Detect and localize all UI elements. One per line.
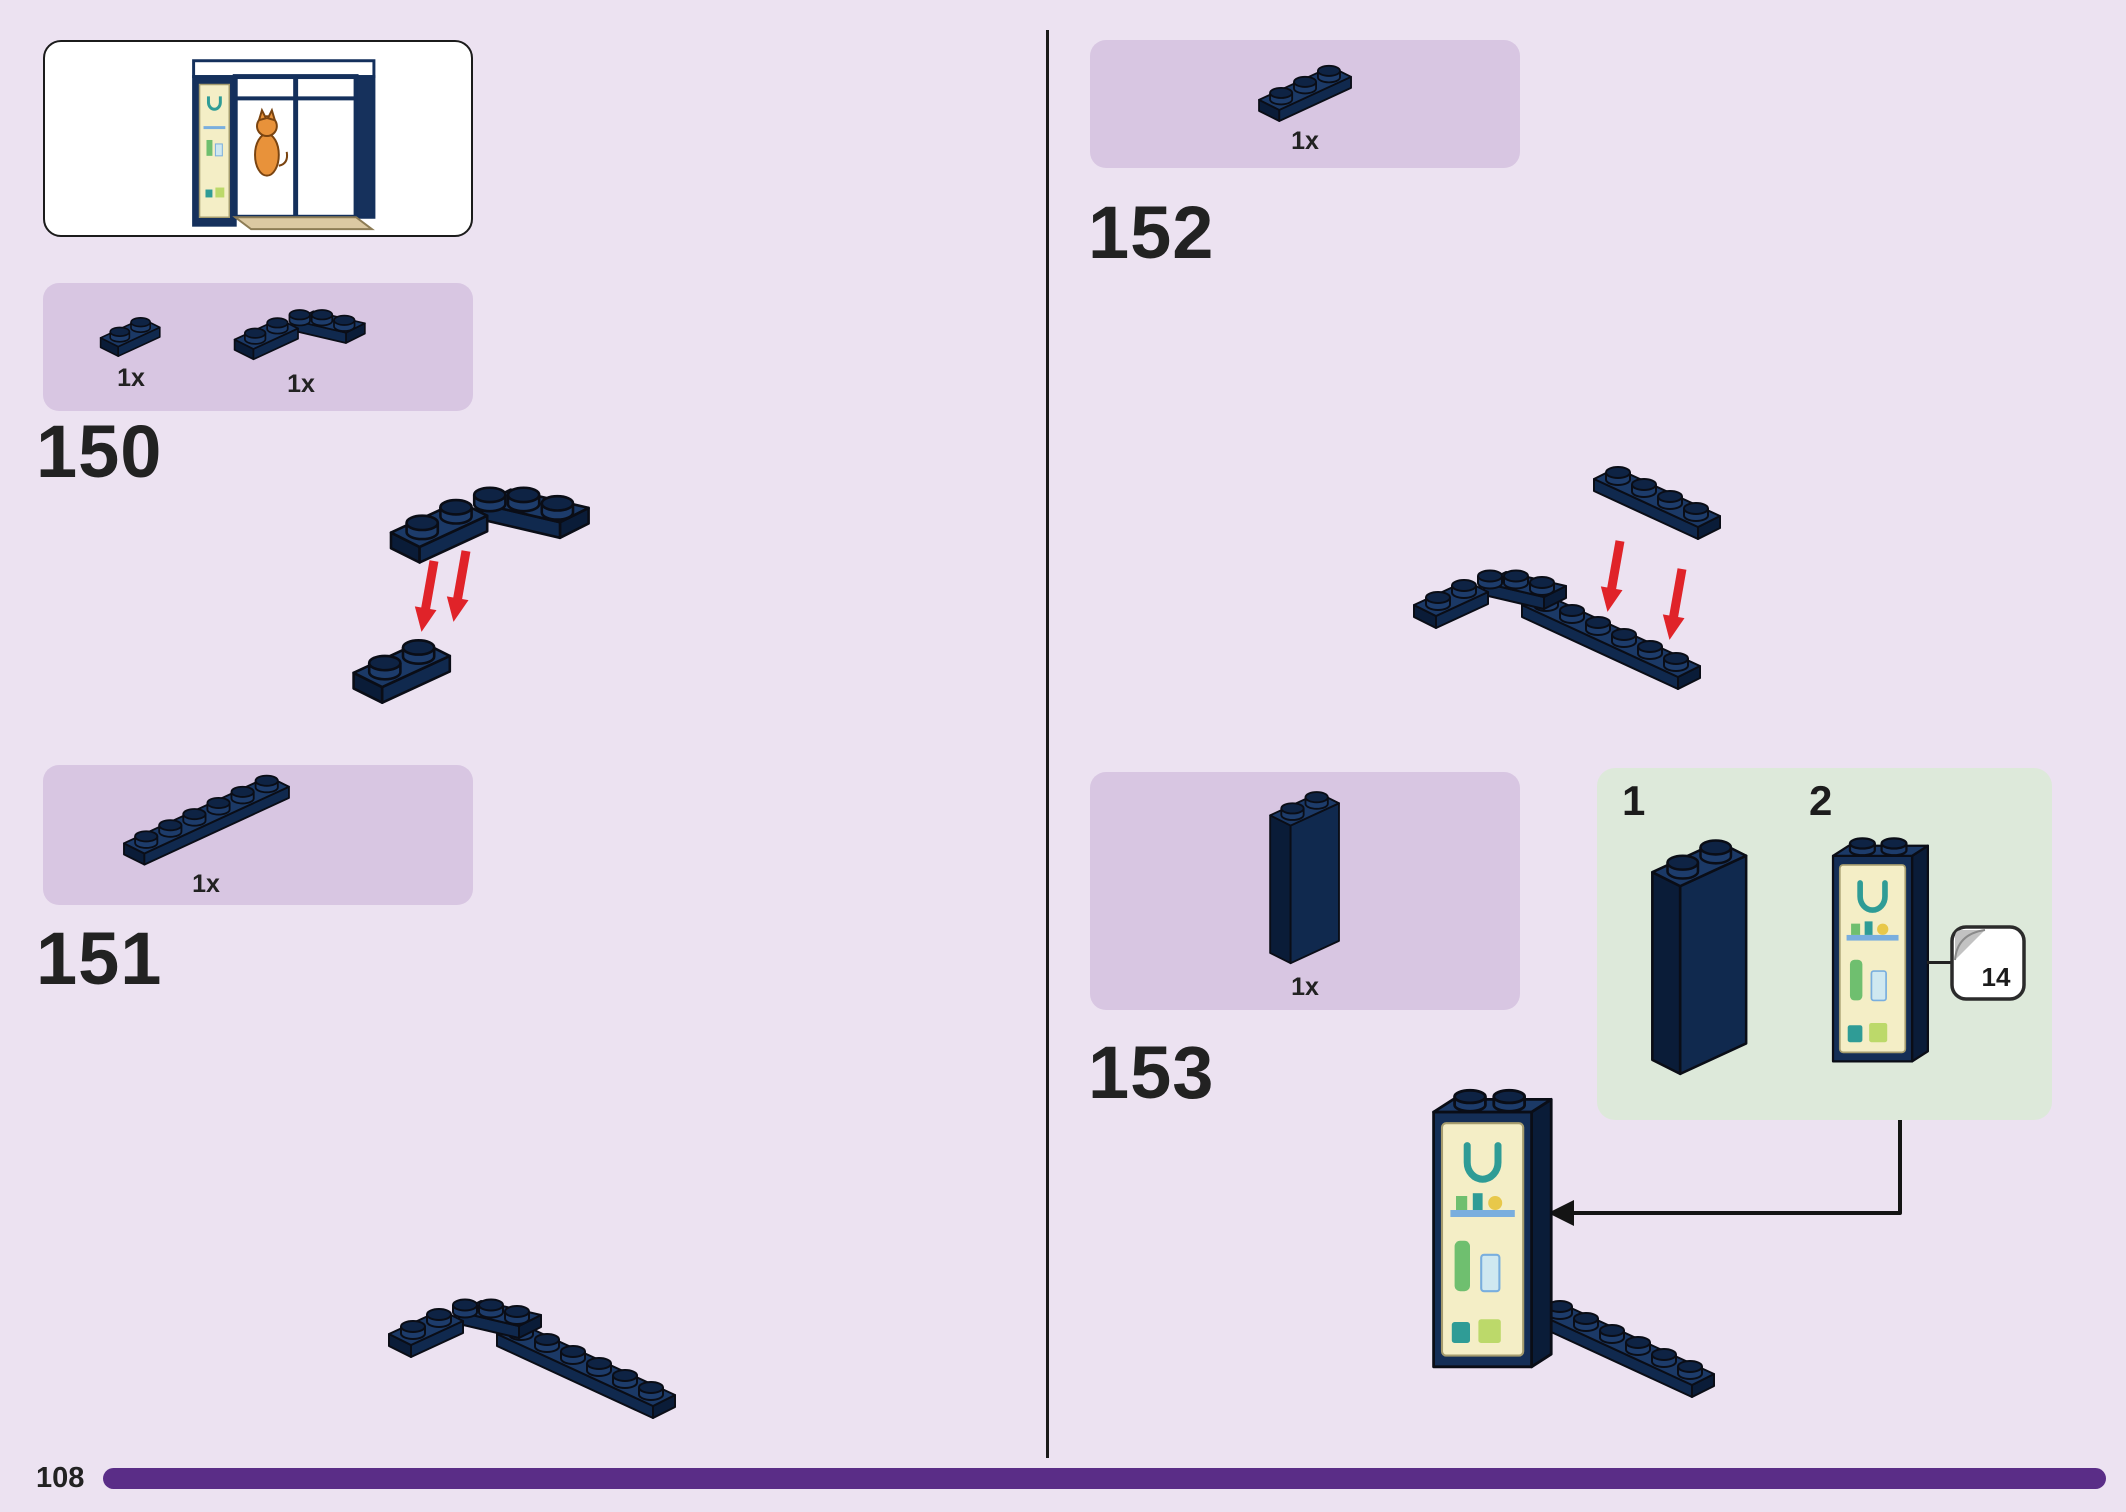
page-number: 108 xyxy=(36,1462,85,1494)
sticker-sheet-number: 14 xyxy=(1982,962,2011,992)
model-preview-box xyxy=(43,40,473,237)
step-153-number: 153 xyxy=(1088,1031,1215,1114)
part-plate-1x3: 1x xyxy=(1248,52,1363,157)
hinge-plate-assembly-icon xyxy=(226,295,376,368)
part-brick-1x2x5: 1x xyxy=(1259,780,1352,1002)
plate-1x2-icon xyxy=(91,301,171,362)
parts-box-153: 1x xyxy=(1090,772,1520,1010)
sticker-sheet-icon: 14 xyxy=(1950,925,2026,1001)
brick-before-sticker-illustration xyxy=(1637,824,1764,1084)
brick-with-sticker-illustration xyxy=(1817,822,1936,1084)
sticker-instruction-panel: 1 2 14 xyxy=(1597,768,2052,1120)
step-151-number: 151 xyxy=(36,917,163,1000)
sticker-callout-line xyxy=(1927,961,1953,964)
column-divider xyxy=(1046,30,1049,1458)
part-hinge-plate-assembly: 1x xyxy=(226,295,376,399)
step-152-number: 152 xyxy=(1088,191,1215,274)
parts-box-151: 1x xyxy=(43,765,473,905)
step-150-number: 150 xyxy=(36,410,163,493)
part-count: 1x xyxy=(1291,127,1319,156)
step-150-diagram xyxy=(330,465,610,715)
step-151-diagram xyxy=(365,1258,695,1433)
placement-arrow-icon xyxy=(411,559,445,634)
sticker-placement-arrow xyxy=(1548,1120,1902,1226)
arrowhead-icon xyxy=(1548,1200,1574,1226)
placement-arrow-icon xyxy=(443,549,477,624)
step-153-diagram xyxy=(1410,1058,1760,1458)
orange-figure-icon xyxy=(254,107,289,177)
sub-step-1-label: 1 xyxy=(1622,777,1646,824)
part-count: 1x xyxy=(117,363,145,392)
placement-arrow-icon xyxy=(1659,567,1693,642)
plate-1x6-icon xyxy=(111,771,301,868)
part-count: 1x xyxy=(1291,972,1319,1001)
plate-1x3-icon xyxy=(1248,52,1363,126)
step-152-diagram xyxy=(1398,465,1758,715)
part-count: 1x xyxy=(192,870,220,899)
part-count: 1x xyxy=(287,369,315,398)
placement-arrow-icon xyxy=(1597,539,1631,614)
part-plate-1x2: 1x xyxy=(91,301,171,393)
parts-box-150: 1x 1x xyxy=(43,283,473,411)
sub-step-2-label: 2 xyxy=(1809,777,1833,824)
part-plate-1x6: 1x xyxy=(111,771,301,899)
parts-box-152: 1x xyxy=(1090,40,1520,168)
brick-1x2x5-icon xyxy=(1259,780,1352,971)
progress-bar xyxy=(103,1468,2106,1489)
model-preview-illustration xyxy=(192,59,376,231)
